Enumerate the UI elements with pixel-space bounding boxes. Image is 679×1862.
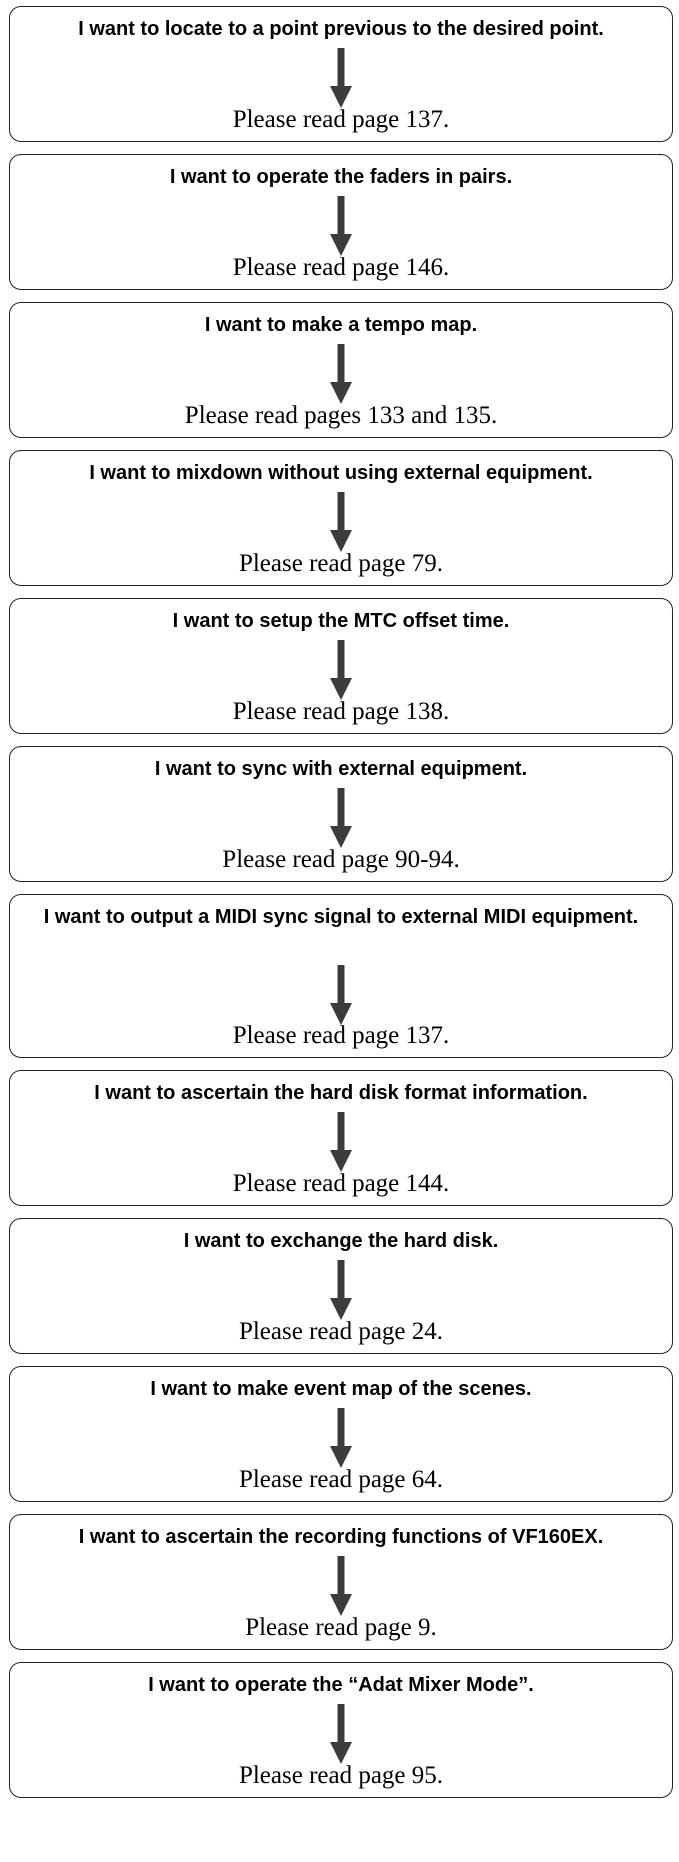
faq-answer: Please read page 146. xyxy=(232,254,450,281)
down-arrow-icon xyxy=(330,492,352,552)
down-arrow-icon xyxy=(330,344,352,404)
faq-answer: Please read page 90-94. xyxy=(222,846,460,873)
faq-question: I want to make a tempo map. xyxy=(204,314,478,336)
faq-card: I want to mixdown without using external… xyxy=(9,450,673,586)
faq-card: I want to setup the MTC offset time. Ple… xyxy=(9,598,673,734)
faq-question: I want to ascertain the recording functi… xyxy=(78,1526,604,1548)
faq-answer: Please read page 137. xyxy=(232,106,450,133)
faq-answer: Please read page 79. xyxy=(238,550,444,577)
down-arrow-icon xyxy=(330,640,352,700)
faq-card: I want to exchange the hard disk. Please… xyxy=(9,1218,673,1354)
faq-question: I want to setup the MTC offset time. xyxy=(172,610,510,632)
faq-answer: Please read page 138. xyxy=(232,698,450,725)
faq-answer: Please read page 9. xyxy=(245,1614,437,1641)
faq-question: I want to locate to a point previous to … xyxy=(78,18,604,40)
faq-question: I want to mixdown without using external… xyxy=(89,462,593,484)
faq-card: I want to sync with external equipment. … xyxy=(9,746,673,882)
faq-card: I want to operate the faders in pairs. P… xyxy=(9,154,673,290)
faq-question: I want to exchange the hard disk. xyxy=(183,1230,499,1252)
faq-question: I want to operate the faders in pairs. xyxy=(169,166,513,188)
faq-card: I want to output a MIDI sync signal to e… xyxy=(9,894,673,1058)
down-arrow-icon xyxy=(330,1704,352,1764)
faq-card: I want to make event map of the scenes. … xyxy=(9,1366,673,1502)
faq-question: I want to ascertain the hard disk format… xyxy=(94,1082,588,1104)
down-arrow-icon xyxy=(330,1260,352,1320)
faq-answer: Please read page 144. xyxy=(232,1170,450,1197)
faq-answer: Please read pages 133 and 135. xyxy=(184,402,498,429)
down-arrow-icon xyxy=(330,965,352,1025)
faq-answer: Please read page 24. xyxy=(238,1318,444,1345)
faq-card: I want to make a tempo map. Please read … xyxy=(9,302,673,438)
down-arrow-icon xyxy=(330,196,352,256)
faq-card: I want to ascertain the hard disk format… xyxy=(9,1070,673,1206)
down-arrow-icon xyxy=(330,1112,352,1172)
down-arrow-icon xyxy=(330,1556,352,1616)
faq-answer: Please read page 64. xyxy=(238,1466,444,1493)
faq-question: I want to operate the “Adat Mixer Mode”. xyxy=(148,1674,534,1696)
faq-question: I want to output a MIDI sync signal to e… xyxy=(43,906,639,928)
faq-answer: Please read page 95. xyxy=(238,1762,444,1789)
faq-card: I want to operate the “Adat Mixer Mode”.… xyxy=(9,1662,673,1798)
faq-answer: Please read page 137. xyxy=(232,1022,450,1049)
down-arrow-icon xyxy=(330,1408,352,1468)
down-arrow-icon xyxy=(330,48,352,108)
faq-question: I want to sync with external equipment. xyxy=(154,758,528,780)
faq-question: I want to make event map of the scenes. xyxy=(150,1378,532,1400)
faq-card: I want to ascertain the recording functi… xyxy=(9,1514,673,1650)
down-arrow-icon xyxy=(330,788,352,848)
faq-card: I want to locate to a point previous to … xyxy=(9,6,673,142)
